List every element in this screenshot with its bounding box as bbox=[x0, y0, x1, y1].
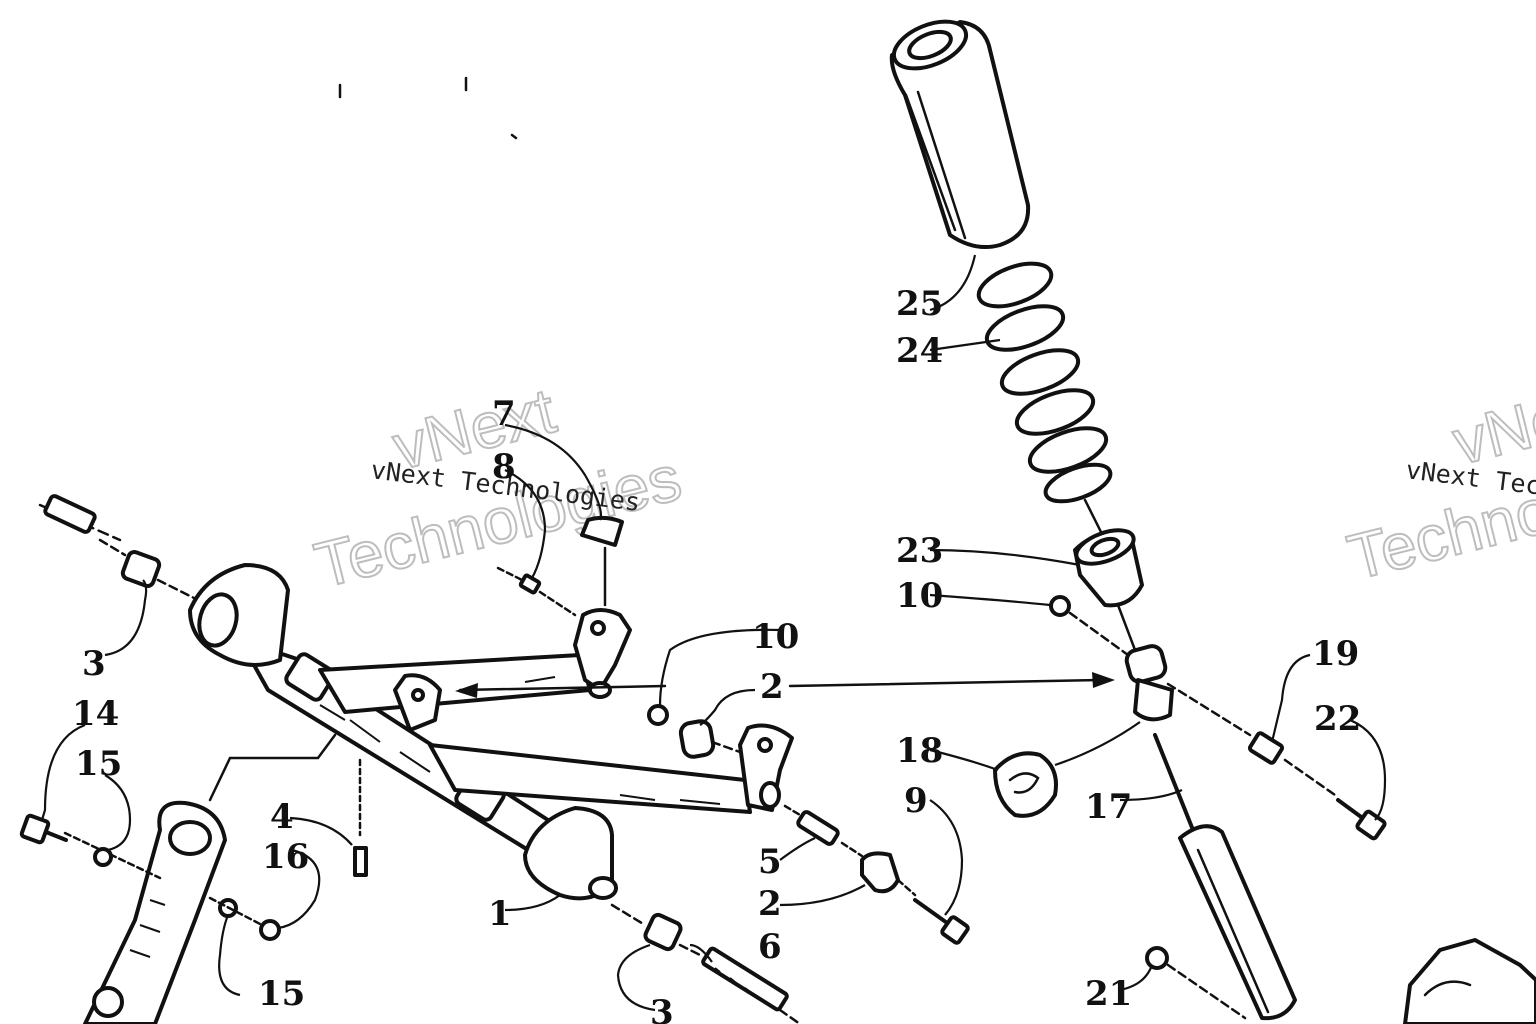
callout-8: 8 bbox=[492, 447, 516, 487]
spring-seat bbox=[1073, 528, 1144, 608]
arm-upper-flange bbox=[188, 563, 290, 667]
arm-upper-cross bbox=[318, 653, 592, 714]
shock-boot bbox=[889, 19, 1031, 249]
shock-body bbox=[1153, 733, 1297, 1021]
bushing-upper bbox=[678, 719, 716, 759]
bolt-link bbox=[19, 813, 68, 845]
callout-3-upper: 3 bbox=[82, 644, 106, 684]
nut-small bbox=[1049, 595, 1071, 617]
arm-lower-ear bbox=[738, 723, 794, 812]
callout-2-upper: 2 bbox=[760, 667, 784, 707]
callout-10-left: 10 bbox=[752, 617, 799, 657]
link-arm bbox=[83, 800, 227, 1024]
spacer bbox=[796, 810, 840, 846]
callout-3-lower: 3 bbox=[650, 993, 674, 1024]
callout-21: 21 bbox=[1085, 974, 1132, 1014]
clip bbox=[580, 515, 624, 547]
callout-14: 14 bbox=[72, 694, 119, 734]
bolt bbox=[1336, 798, 1387, 841]
nut-small bbox=[647, 704, 669, 726]
arm-lower-flange bbox=[523, 806, 618, 901]
callout-24: 24 bbox=[896, 331, 943, 371]
callout-23: 23 bbox=[896, 531, 943, 571]
reference-arrow bbox=[455, 672, 1115, 698]
callout-19: 19 bbox=[1312, 634, 1359, 674]
nut bbox=[259, 919, 281, 941]
callout-15-upper: 15 bbox=[75, 744, 122, 784]
rivet bbox=[518, 573, 542, 595]
arm-lower-cross bbox=[428, 743, 752, 814]
callout-7: 7 bbox=[492, 394, 516, 434]
bushing-left-upper bbox=[120, 550, 162, 588]
washer bbox=[93, 847, 113, 867]
callout-9: 9 bbox=[904, 781, 928, 821]
callout-25: 25 bbox=[896, 284, 943, 324]
callout-18: 18 bbox=[896, 731, 943, 771]
callout-6: 6 bbox=[758, 927, 782, 967]
bushing bbox=[1247, 731, 1285, 765]
suspension-arm-assembly bbox=[19, 494, 970, 1024]
coil-spring bbox=[976, 261, 1113, 542]
callout-10-right: 10 bbox=[896, 576, 943, 616]
callout-4: 4 bbox=[270, 797, 294, 837]
callout-1: 1 bbox=[488, 894, 512, 934]
shock-upper-eye bbox=[1124, 644, 1174, 722]
bump-stop bbox=[993, 751, 1058, 818]
callout-labels: 3 14 15 4 16 15 7 8 1 10 2 5 2 6 3 9 25 … bbox=[72, 284, 1361, 1024]
shock-absorber-assembly bbox=[889, 19, 1387, 1021]
callout-5: 5 bbox=[758, 842, 782, 882]
scan-specks bbox=[338, 76, 518, 140]
bolt-lower bbox=[913, 898, 970, 945]
callout-17: 17 bbox=[1085, 787, 1132, 827]
nut bbox=[1145, 946, 1169, 970]
callout-2-lower: 2 bbox=[758, 884, 782, 924]
watermark-right: vNext Technologies vNext Technologies bbox=[1340, 368, 1536, 594]
arm-middle-ear bbox=[393, 673, 442, 732]
bushing-left-lower bbox=[643, 912, 683, 952]
grease-fitting bbox=[353, 846, 368, 877]
callout-22: 22 bbox=[1314, 699, 1361, 739]
callout-16: 16 bbox=[262, 837, 309, 877]
bushing-lower bbox=[860, 851, 900, 894]
callout-15-lower: 15 bbox=[258, 974, 305, 1014]
shaft-end bbox=[43, 494, 97, 534]
leader-lines bbox=[40, 254, 1387, 1012]
bracket-partial bbox=[1403, 938, 1536, 1024]
